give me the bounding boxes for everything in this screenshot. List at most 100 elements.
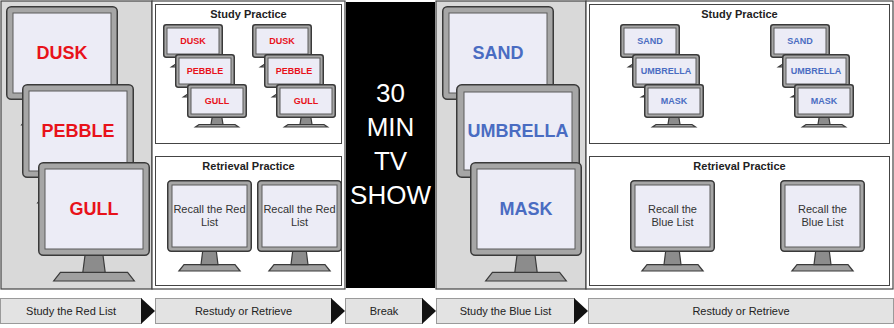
- monitor-display: [191, 88, 243, 114]
- monitor-display: [268, 58, 320, 84]
- monitor-base: [642, 265, 703, 271]
- monitor-text: MASK: [661, 96, 688, 106]
- practice-panel: Study PracticeSANDUMBRELLAMASKSANDUMBREL…: [589, 4, 890, 144]
- monitor-screen: PEBBLE: [269, 59, 319, 83]
- monitor: Recall the Blue List: [630, 180, 715, 272]
- monitor-display: [280, 88, 332, 114]
- timeline-arrowhead: [422, 298, 436, 324]
- monitor-display: [636, 58, 696, 84]
- monitor-base: [486, 272, 567, 281]
- monitor: Recall the Blue List: [780, 180, 865, 272]
- monitor-display: [786, 58, 846, 84]
- timeline-arrowhead: [331, 298, 345, 324]
- monitor-frame: [771, 25, 830, 58]
- monitor-neck: [300, 117, 312, 124]
- timeline-step-text: Study the Red List: [26, 305, 116, 317]
- monitor-screen: Recall the Red List: [263, 186, 336, 246]
- monitor-neck: [291, 251, 308, 265]
- monitor-display: [29, 91, 127, 171]
- monitor-display: [172, 185, 247, 247]
- monitor: MASK: [470, 162, 582, 282]
- panel-heading: Study Practice: [590, 5, 889, 20]
- monitor-screen: GULL: [46, 170, 142, 248]
- timeline-bar: [156, 299, 332, 324]
- timeline-arrowhead: [141, 298, 155, 324]
- monitor-outline: [470, 162, 582, 282]
- timeline-step-text: Restudy or Retrieve: [195, 305, 292, 317]
- monitor-display: [635, 185, 710, 247]
- monitor-text: GULL: [294, 96, 319, 106]
- timeline-step-text: Study the Blue List: [460, 305, 552, 317]
- monitor: GULL: [276, 84, 336, 128]
- monitor-text: SAND: [472, 43, 523, 64]
- monitor-frame: [795, 85, 854, 118]
- monitor-neck: [211, 117, 223, 124]
- monitor-display: [449, 13, 547, 93]
- timeline-bar: [437, 299, 575, 324]
- monitor-frame: [258, 181, 342, 252]
- monitor-text: Recall the Red List: [263, 203, 336, 228]
- monitor: Recall the Red List: [167, 180, 252, 272]
- monitor-frame: [633, 55, 700, 88]
- monitor-neck: [201, 251, 218, 265]
- monitor-frame: [781, 181, 865, 252]
- monitor-screen: Recall the Blue List: [786, 186, 859, 246]
- panel-heading: Retrieval Practice: [156, 157, 341, 172]
- monitor-display: [774, 28, 826, 54]
- panel-ground: [1, 1, 152, 289]
- monitor-display: [13, 13, 111, 93]
- monitor-neck: [515, 255, 537, 272]
- monitor-outline: [794, 84, 854, 128]
- monitor-text: DUSK: [269, 36, 295, 46]
- monitor-text: PEBBLE: [276, 66, 313, 76]
- monitor-frame: [39, 163, 150, 256]
- timeline-step: Break: [345, 298, 436, 324]
- monitor-outline: [187, 84, 247, 128]
- monitor-screen: PEBBLE: [180, 59, 230, 83]
- break-panel: 30 MIN TV SHOW: [346, 2, 435, 288]
- monitor-text: UMBRELLA: [791, 66, 842, 76]
- monitor-base: [54, 272, 135, 281]
- monitor-display: [464, 92, 572, 170]
- timeline-step-text: Restudy or Retrieve: [692, 305, 789, 317]
- monitor-neck: [818, 117, 830, 124]
- monitor-screen: UMBRELLA: [465, 93, 571, 169]
- monitor-text: Recall the Blue List: [786, 203, 859, 228]
- panel-ground: [586, 1, 893, 289]
- monitor-display: [262, 185, 337, 247]
- panel-heading: Study Practice: [156, 5, 341, 20]
- monitor-frame: [265, 55, 324, 88]
- monitor-frame: [645, 85, 704, 118]
- monitor-display: [648, 88, 700, 114]
- monitor-display: [798, 88, 850, 114]
- monitor: Recall the Red List: [257, 180, 342, 272]
- monitor-screen: DUSK: [168, 29, 218, 53]
- monitor-frame: [168, 181, 252, 252]
- monitor-neck: [664, 251, 681, 265]
- monitor-frame: [783, 55, 850, 88]
- monitor-frame: [253, 25, 312, 58]
- monitor-text: MASK: [500, 199, 553, 220]
- monitor-base: [179, 265, 240, 271]
- monitor-screen: Recall the Red List: [173, 186, 246, 246]
- monitor-frame: [176, 55, 235, 88]
- monitor: GULL: [187, 84, 247, 128]
- monitor-screen: GULL: [192, 89, 242, 113]
- monitor-screen: MASK: [649, 89, 699, 113]
- practice-panel: Study PracticeDUSK PEBBLE GULL DUSK PEBBLE GU…: [155, 4, 342, 144]
- monitor-text: UMBRELLA: [468, 121, 569, 142]
- monitor-display: [167, 28, 219, 54]
- panel-ground: [436, 1, 586, 289]
- monitor-text: DUSK: [180, 36, 206, 46]
- monitor-frame: [164, 25, 223, 58]
- monitor-display: [256, 28, 308, 54]
- monitor-frame: [277, 85, 336, 118]
- monitor-text: PEBBLE: [41, 121, 114, 142]
- monitor-text: Recall the Red List: [173, 203, 246, 228]
- monitor-frame: [188, 85, 247, 118]
- monitor-frame: [471, 163, 582, 256]
- timeline-step: Restudy or Retrieve: [588, 298, 894, 324]
- monitor-text: UMBRELLA: [641, 66, 692, 76]
- timeline-bar: [1, 299, 142, 324]
